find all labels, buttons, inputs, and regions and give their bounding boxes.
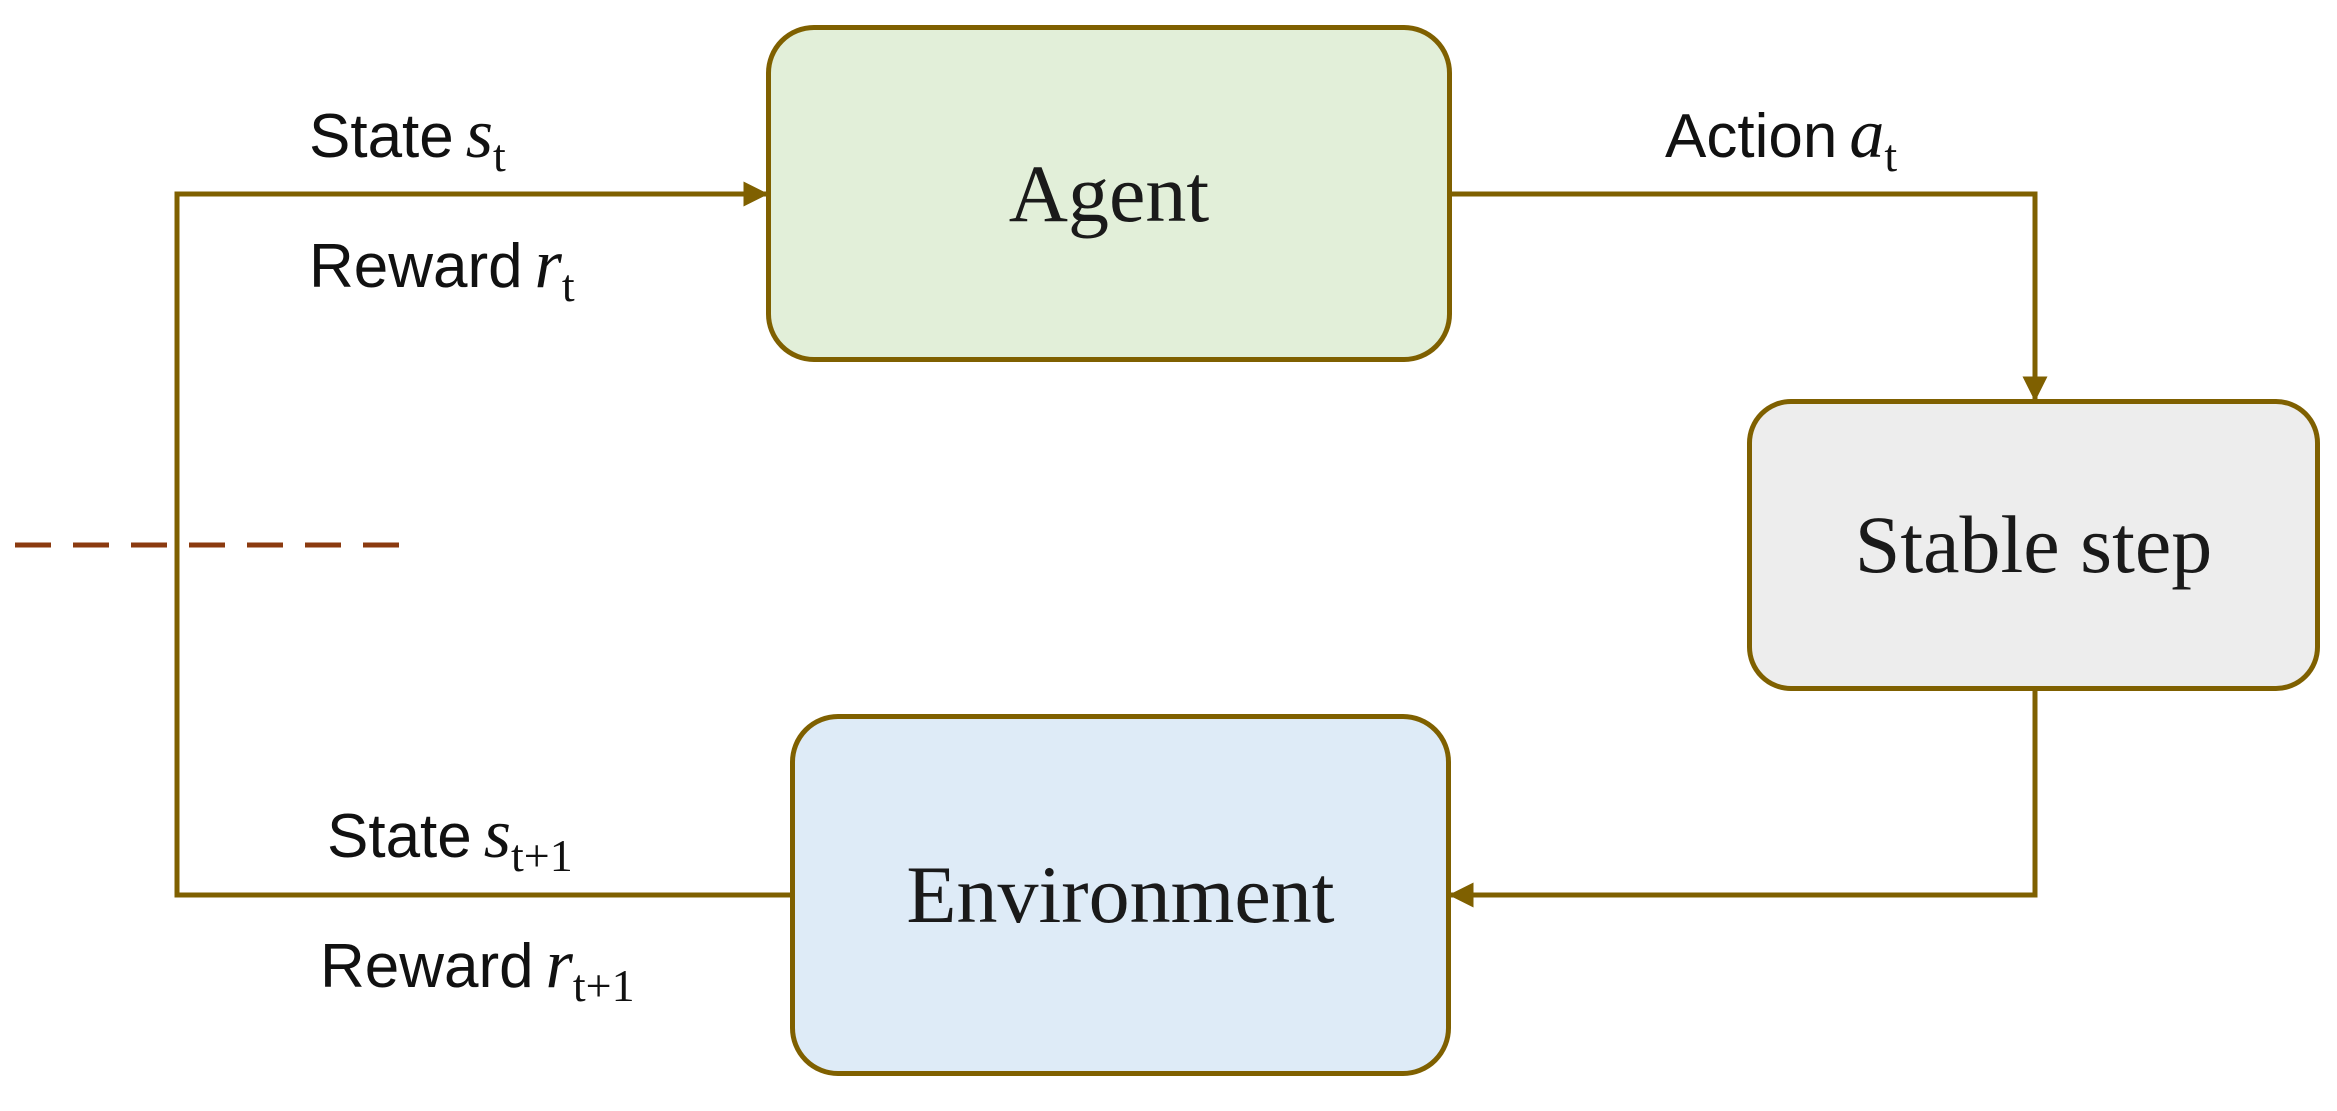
arrow-env-to-agent: [174, 181, 790, 898]
stable-step-node: Stable step: [1747, 399, 2320, 691]
state-t1-word: State: [327, 802, 472, 871]
state-t-word: State: [309, 102, 454, 171]
arrow-stable-step-to-env: [1448, 691, 2038, 908]
agent-label: Agent: [1008, 147, 1210, 239]
action-t-symbol: a: [1849, 96, 1885, 173]
stable-step-label: Stable step: [1854, 499, 2213, 590]
state-t1-symbol: s: [483, 796, 512, 873]
agent-node: Agent: [766, 25, 1452, 362]
reward-t1-word: Reward: [320, 932, 534, 1001]
action-t-word: Action: [1665, 102, 1838, 171]
reward-t-word: Reward: [309, 232, 523, 301]
state-t-symbol: s: [465, 96, 494, 173]
reward-t-symbol: r: [534, 226, 562, 303]
action-t-subscript: t: [1884, 130, 1898, 181]
reward-t1-subscript: t+1: [572, 960, 635, 1011]
environment-node: Environment: [790, 714, 1451, 1076]
environment-label: Environment: [906, 849, 1335, 940]
reward-t-subscript: t: [561, 260, 575, 311]
reward-t1-symbol: r: [545, 926, 573, 1003]
state-t1-subscript: t+1: [511, 830, 573, 881]
state-t-subscript: t: [493, 130, 506, 181]
arrow-agent-to-stable-step: [1452, 191, 2048, 402]
